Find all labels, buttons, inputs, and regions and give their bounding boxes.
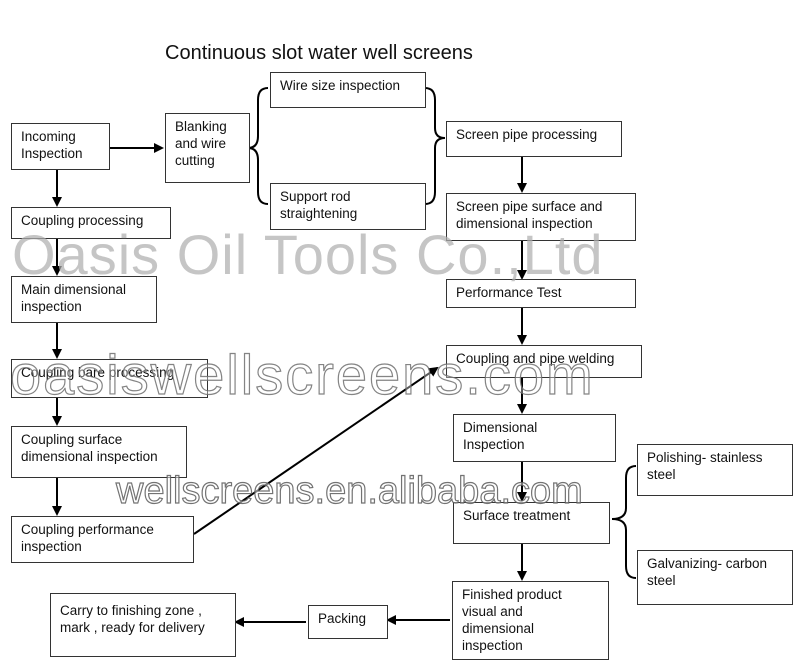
box-coupling-performance-inspection: Coupling performance inspection <box>11 516 194 563</box>
box-finished-product-inspection: Finished product visual and dimensional … <box>452 581 609 660</box>
box-packing: Packing <box>308 605 388 639</box>
diagram-title: Continuous slot water well screens <box>165 42 473 64</box>
box-main-dimensional-inspection: Main dimensional inspection <box>11 276 157 323</box>
box-carry-to-finishing-zone: Carry to finishing zone , mark , ready f… <box>50 593 236 657</box>
arrow-coupling-performance-to-welding <box>193 366 439 535</box>
box-coupling-processing: Coupling processing <box>11 207 171 239</box>
box-galvanizing-carbon: Galvanizing- carbon steel <box>637 550 793 605</box>
finish-options-brace <box>611 465 637 579</box>
box-polishing-stainless: Polishing- stainless steel <box>637 444 793 496</box>
box-screen-pipe-surface-inspection: Screen pipe surface and dimensional insp… <box>446 193 636 241</box>
box-wire-size-inspection: Wire size inspection <box>270 72 426 108</box>
box-support-rod-straightening: Support rod straightening <box>270 183 426 230</box>
box-incoming-inspection: Incoming Inspection <box>11 123 110 170</box>
box-performance-test: Performance Test <box>446 279 636 308</box>
box-coupling-surface-inspection: Coupling surface dimensional inspection <box>11 426 187 478</box>
box-blanking-wire-cutting: Blanking and wire cutting <box>165 113 250 183</box>
box-surface-treatment: Surface treatment <box>453 502 610 544</box>
left-brace <box>247 87 269 205</box>
box-coupling-pipe-welding: Coupling and pipe welding <box>446 345 642 378</box>
box-screen-pipe-processing: Screen pipe processing <box>446 121 622 157</box>
right-brace <box>424 87 446 205</box>
box-coupling-bare-processing: Coupling bare processing <box>11 359 208 398</box>
box-dimensional-inspection: Dimensional Inspection <box>453 414 616 462</box>
